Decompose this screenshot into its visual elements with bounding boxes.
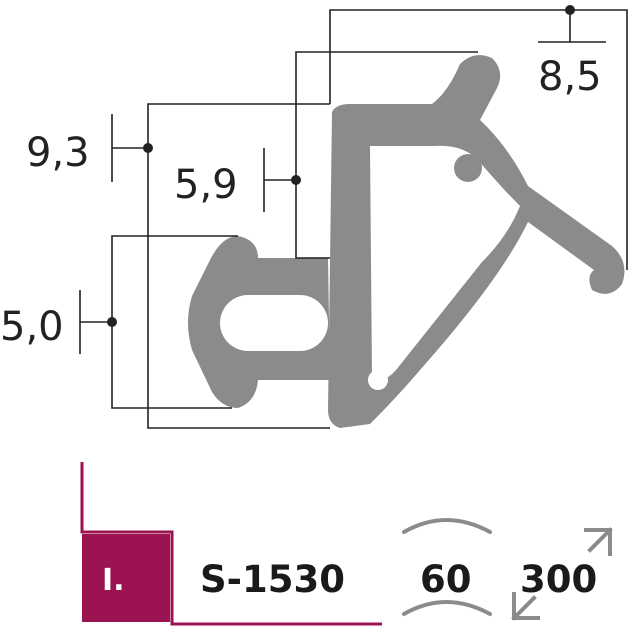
dim-label-height-bulb: 5,0 — [0, 304, 64, 350]
dim-line-height-mid — [263, 51, 478, 259]
info-strip: I. S-1530 60 300 — [80, 462, 613, 626]
length-value: 300 — [520, 558, 597, 601]
dim-label-height-mid: 5,9 — [174, 162, 238, 208]
bulb-slot — [220, 295, 328, 351]
product-code: S-1530 — [200, 558, 345, 601]
main-body — [328, 55, 625, 428]
category-badge — [82, 534, 170, 622]
dim-dot-width-top — [565, 5, 575, 15]
category-badge-label: I. — [102, 563, 125, 598]
dim-dot-height-overall — [143, 143, 153, 153]
length-arrows-icon — [511, 527, 613, 621]
dim-label-width-top: 8,5 — [538, 54, 602, 100]
dimension-lines — [79, 9, 628, 429]
dim-dot-height-mid — [291, 175, 301, 185]
dim-label-height-overall: 9,3 — [26, 130, 90, 176]
dim-line-width-top — [329, 9, 628, 270]
inner-notch — [368, 370, 388, 390]
lip-bulge — [454, 154, 482, 182]
hardness-value: 60 — [420, 558, 472, 601]
seal-profile — [188, 55, 625, 428]
dim-dot-height-bulb — [107, 317, 117, 327]
accent-frame — [80, 462, 382, 626]
dimension-dots — [107, 5, 575, 327]
hardness-icon — [402, 518, 492, 616]
dim-line-height-overall — [111, 103, 330, 429]
